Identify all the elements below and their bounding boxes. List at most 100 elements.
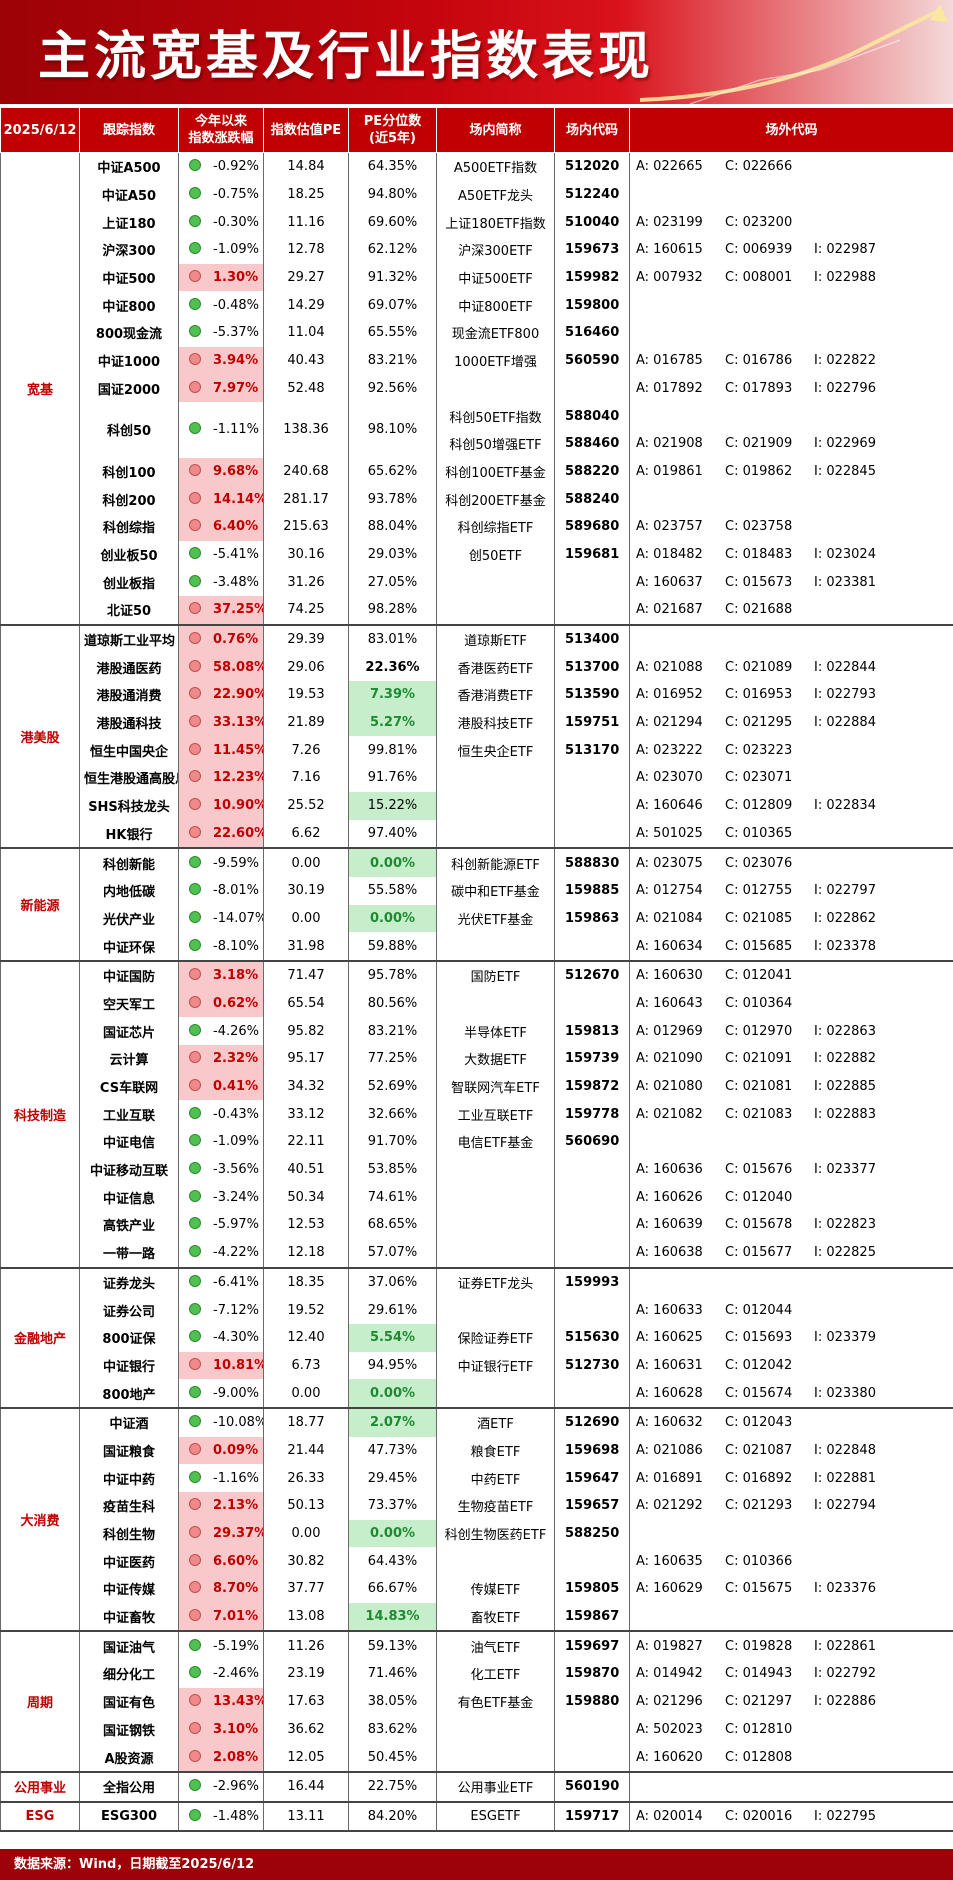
pe-value: 74.25 — [263, 596, 349, 626]
etf-name — [436, 1743, 555, 1773]
otc-code-c: C: 012970 — [725, 1023, 793, 1039]
pe-value: 12.53 — [263, 1211, 349, 1239]
etf-name — [436, 1715, 555, 1744]
etf-code: 588240 — [554, 485, 630, 513]
pe-value: 14.29 — [263, 291, 349, 320]
ytd-change: -5.37% — [178, 319, 264, 347]
etf-name — [436, 1238, 555, 1269]
ytd-change-value: -0.48% — [213, 297, 259, 313]
pe-value: 12.40 — [263, 1323, 349, 1352]
ytd-change-value: -3.48% — [213, 574, 259, 590]
otc-code-a: A: 501025 — [636, 825, 703, 841]
pe-percentile: 47.73% — [348, 1436, 437, 1465]
down-dot-icon — [189, 1274, 201, 1287]
category-label: 科技制造 — [0, 960, 80, 1269]
index-name: HK银行 — [79, 819, 179, 850]
down-dot-icon — [189, 1666, 201, 1679]
ytd-change: 2.13% — [178, 1492, 264, 1520]
up-dot-icon — [189, 632, 201, 645]
otc-code-c: C: 015685 — [725, 938, 793, 954]
otc-code-c: C: 023200 — [725, 214, 793, 230]
ytd-change-value: 7.01% — [213, 1609, 259, 1625]
etf-code — [554, 596, 630, 626]
otc-codes — [629, 1267, 953, 1297]
otc-code-a: A: 021687 — [636, 602, 703, 618]
otc-codes — [629, 291, 953, 320]
ytd-change-value: -5.37% — [213, 325, 259, 341]
etf-code: 589680 — [554, 512, 630, 541]
etf-code: 159681 — [554, 540, 630, 569]
otc-code-a: A: 160630 — [636, 968, 703, 984]
pe-percentile: 55.58% — [348, 876, 437, 905]
ytd-change-value: -6.41% — [213, 1274, 259, 1290]
pe-percentile: 71.46% — [348, 1660, 437, 1688]
pe-value: 31.98 — [263, 932, 349, 962]
otc-code-c: C: 015674 — [725, 1385, 793, 1401]
ytd-change: -9.59% — [178, 848, 264, 877]
index-name: 创业板50 — [79, 540, 179, 569]
etf-name: 中证银行ETF — [436, 1351, 555, 1380]
ytd-change: 0.76% — [178, 624, 264, 654]
index-name: ESG300 — [79, 1801, 179, 1833]
ytd-change: 37.25% — [178, 596, 264, 626]
index-name: 科创100 — [79, 457, 179, 486]
ytd-change-value: -1.09% — [213, 242, 259, 258]
down-dot-icon — [189, 1638, 201, 1651]
index-name: 国证钢铁 — [79, 1715, 179, 1744]
etf-name: 化工ETF — [436, 1660, 555, 1688]
ytd-change-value: 10.90% — [213, 798, 264, 814]
index-name: 中证信息 — [79, 1183, 179, 1212]
ytd-change: 9.68% — [178, 457, 264, 486]
otc-code-c: C: 016786 — [725, 353, 793, 369]
etf-code: 588460 — [554, 429, 630, 458]
otc-code-i: I: 022834 — [814, 798, 876, 814]
up-dot-icon — [189, 463, 201, 476]
up-dot-icon — [189, 1553, 201, 1566]
etf-code: 159647 — [554, 1464, 630, 1492]
category-label: 公用事业 — [0, 1771, 80, 1803]
otc-code-i: I: 022988 — [814, 270, 876, 286]
ytd-change-value: 37.25% — [213, 602, 264, 618]
down-dot-icon — [189, 1415, 201, 1428]
up-dot-icon — [189, 1581, 201, 1594]
ytd-change-value: 2.13% — [213, 1498, 259, 1514]
etf-code: 159717 — [554, 1801, 630, 1833]
index-name: 科创200 — [79, 485, 179, 513]
ytd-change: 12.23% — [178, 764, 264, 792]
pe-value: 71.47 — [263, 960, 349, 990]
etf-code — [554, 568, 630, 596]
pe-percentile: 66.67% — [348, 1575, 437, 1603]
otc-code-a: A: 021294 — [636, 715, 703, 731]
index-name: 科创50 — [79, 402, 179, 458]
otc-code-c: C: 022666 — [725, 159, 793, 175]
pe-percentile: 77.25% — [348, 1045, 437, 1073]
otc-code-i: I: 023380 — [814, 1385, 876, 1401]
pe-percentile: 97.40% — [348, 819, 437, 850]
otc-code-a: A: 014942 — [636, 1666, 703, 1682]
ytd-change: 0.09% — [178, 1436, 264, 1465]
etf-name: 油气ETF — [436, 1631, 555, 1661]
index-name: 细分化工 — [79, 1660, 179, 1688]
otc-code-c: C: 021089 — [725, 659, 793, 675]
index-name: 中证中药 — [79, 1464, 179, 1492]
index-name: 港股通医药 — [79, 653, 179, 682]
otc-codes — [629, 180, 953, 209]
etf-code: 159697 — [554, 1631, 630, 1661]
ytd-change-value: 11.45% — [213, 742, 264, 758]
pe-percentile: 95.78% — [348, 960, 437, 990]
down-dot-icon — [189, 1189, 201, 1202]
up-dot-icon — [189, 687, 201, 700]
up-dot-icon — [189, 659, 201, 672]
ytd-change: 22.60% — [178, 819, 264, 850]
pe-percentile: 32.66% — [348, 1100, 437, 1129]
otc-codes — [629, 1771, 953, 1803]
